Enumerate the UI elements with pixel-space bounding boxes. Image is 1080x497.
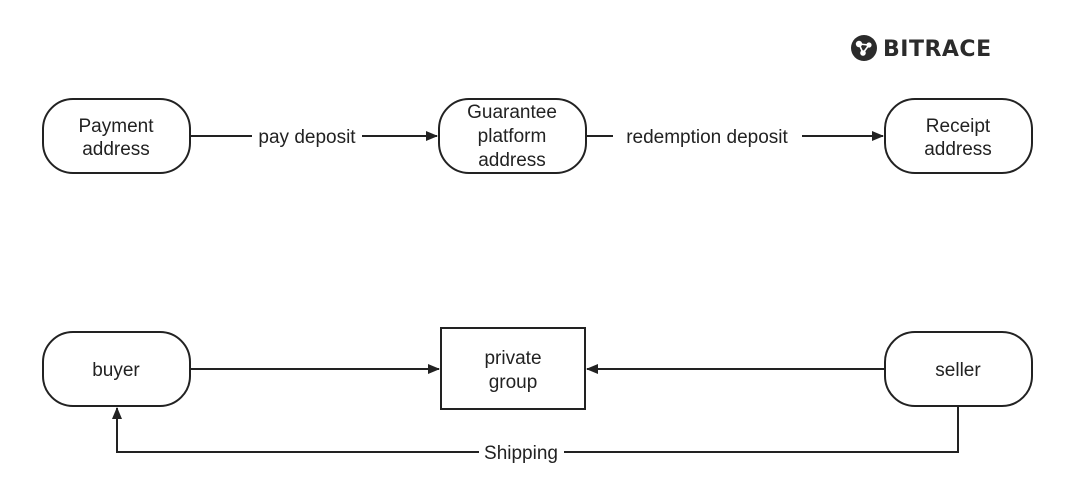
node-buyer-label: buyer [92, 360, 140, 381]
node-payment-address: Payment address [42, 98, 191, 174]
node-private-group-line1: private [484, 348, 541, 369]
bitrace-logo-text: BITRACE [883, 37, 992, 62]
edge-pay-deposit-label: pay deposit [258, 127, 356, 148]
node-buyer: buyer [42, 331, 191, 407]
node-payment-address-line2: address [82, 139, 150, 160]
bitrace-logo: BITRACE [851, 35, 992, 62]
node-private-group: private group [440, 327, 586, 410]
edge-redemption-deposit-label: redemption deposit [626, 127, 788, 148]
node-guarantee-line3: address [478, 150, 546, 171]
node-receipt-address: Receipt address [884, 98, 1033, 174]
node-receipt-address-line2: address [924, 139, 992, 160]
edge-redemption-deposit: redemption deposit [586, 127, 884, 148]
node-private-group-line2: group [489, 372, 538, 393]
node-guarantee-line1: Guarantee [467, 102, 557, 123]
node-seller-label: seller [935, 360, 981, 381]
edge-shipping-label: Shipping [484, 443, 558, 464]
node-guarantee-platform-address: Guarantee platform address [438, 98, 587, 174]
bitrace-logo-icon [851, 35, 877, 61]
node-payment-address-line1: Payment [79, 116, 155, 137]
edge-shipping: Shipping [112, 406, 959, 464]
node-receipt-address-line1: Receipt [926, 116, 991, 137]
node-seller: seller [884, 331, 1033, 407]
node-guarantee-line2: platform [478, 126, 547, 147]
edge-pay-deposit: pay deposit [190, 127, 438, 148]
